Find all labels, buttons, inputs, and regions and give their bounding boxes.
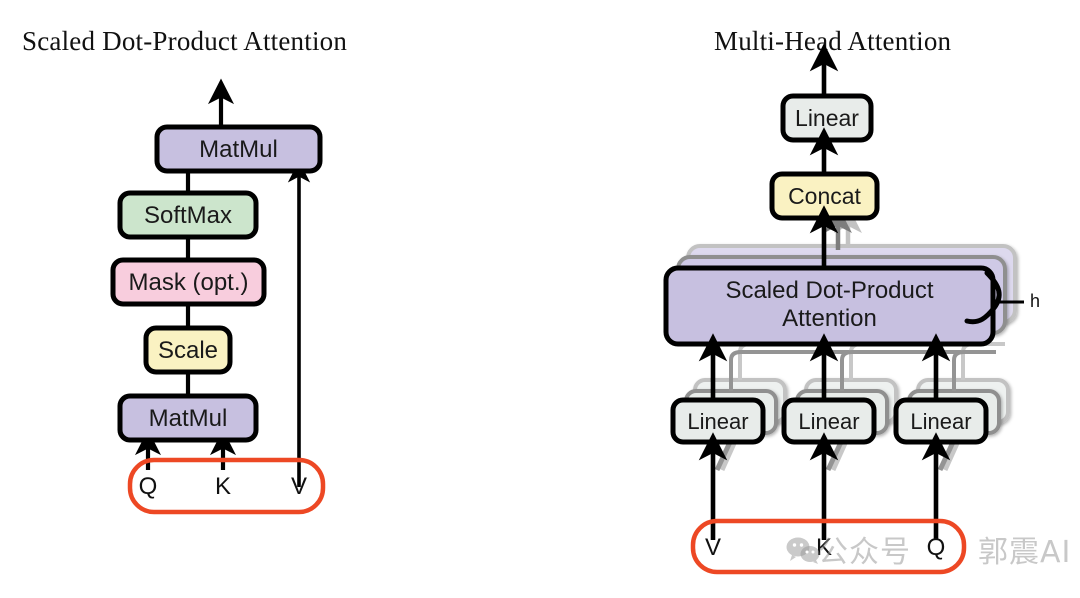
left-diagram-group (110, 78, 326, 515)
left-block-softmax[interactable] (117, 190, 259, 240)
right-input-v: V (704, 534, 721, 561)
right-ghost-conn-2-back (849, 342, 1005, 380)
right-block-concat[interactable] (769, 171, 880, 221)
left-input-highlight (127, 457, 326, 515)
right-heads-brace (964, 270, 1002, 325)
left-input-q: Q (138, 473, 158, 500)
right-block-linear-k[interactable] (781, 397, 877, 445)
right-block-sdpa[interactable] (663, 265, 996, 347)
left-block-matmul-bottom[interactable] (117, 393, 259, 443)
right-input-highlight (690, 518, 967, 575)
right-ghost-conn-1-mid (729, 350, 996, 391)
right-block-linear-v[interactable] (670, 397, 766, 445)
left-block-mask[interactable] (110, 257, 267, 307)
right-ghost-conn-2-mid (840, 350, 996, 391)
right-diagram-group (663, 43, 1024, 575)
left-block-scale[interactable] (143, 325, 233, 375)
left-input-k: K (214, 473, 231, 500)
left-diagram-title: Scaled Dot-Product Attention (22, 26, 348, 56)
right-input-k: K (815, 534, 832, 561)
right-block-linear-top[interactable] (780, 93, 874, 143)
right-input-q: Q (926, 534, 946, 561)
right-ghost-conn-3-back (961, 342, 1005, 380)
left-block-matmul-top[interactable] (154, 124, 323, 174)
left-input-v: V (290, 473, 307, 500)
right-ghost-conn-3-mid (952, 350, 996, 391)
right-heads-count-label: h (1030, 291, 1041, 311)
right-block-linear-q[interactable] (893, 397, 989, 445)
